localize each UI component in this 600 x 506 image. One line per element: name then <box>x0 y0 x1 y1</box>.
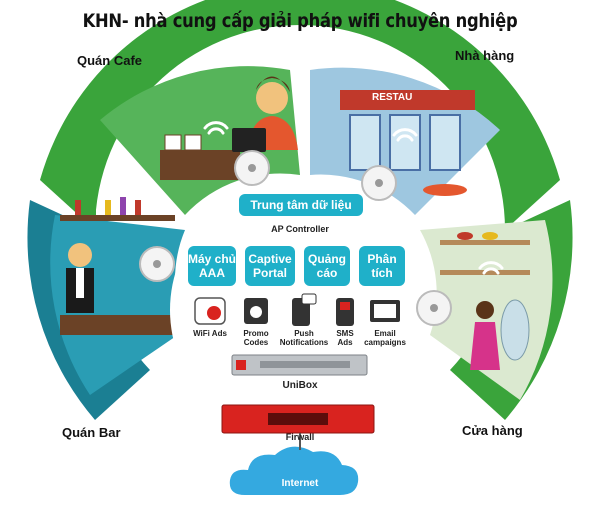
label-store: Cửa hàng <box>462 423 523 438</box>
label-restaurant: Nhà hàng <box>455 48 515 63</box>
bar-bottle <box>105 200 111 215</box>
wifi-icon <box>106 175 132 189</box>
firewall-label: Firwall <box>285 432 315 442</box>
ad-type-line: Notifications <box>279 338 329 347</box>
bar-shelf <box>60 215 175 221</box>
unibox-led <box>236 360 246 370</box>
ad-type-line: campaigns <box>364 338 406 347</box>
wifi-icon <box>392 128 418 142</box>
cafe-cup <box>164 134 182 151</box>
module-line: AAA <box>199 266 225 280</box>
internet-cloud <box>229 446 359 495</box>
ad-type-line: WiFi Ads <box>193 329 227 338</box>
ad-type-line: Codes <box>243 338 269 347</box>
module-line: Portal <box>252 266 287 280</box>
wifi-icon <box>203 121 229 135</box>
restaurant-sign-board <box>340 90 475 110</box>
access-point-led <box>248 164 256 172</box>
shopper-head <box>476 301 494 319</box>
restaurant-window <box>389 114 421 171</box>
email-campaigns-icon <box>370 300 400 322</box>
module-line: Máy chủ <box>188 252 237 266</box>
bar-bottle <box>135 200 141 215</box>
store-mirror <box>500 299 530 361</box>
restaurant-window <box>349 114 381 171</box>
ad-type-wifi-ads: WiFi Ads <box>186 329 234 338</box>
cafe-laptop <box>232 128 266 152</box>
module-line: cáo <box>316 266 338 280</box>
access-point-led <box>153 260 161 268</box>
label-bar: Quán Bar <box>62 425 121 440</box>
bar-bottle <box>90 198 96 215</box>
datacenter-label: Trung tâm dữ liệu <box>239 194 363 216</box>
bartender-shirt <box>76 268 84 298</box>
module-line: Phân <box>367 252 397 266</box>
module-line: tích <box>371 266 393 280</box>
unibox-label: UniBox <box>282 380 318 391</box>
cafe-cup <box>184 134 202 151</box>
module-line: Captive <box>248 252 292 266</box>
access-point-led <box>430 304 438 312</box>
shopper-body <box>470 322 500 370</box>
ad-type-line: Push <box>294 329 314 338</box>
restaurant-table <box>423 184 467 196</box>
access-point-led <box>375 179 383 187</box>
wifi-ads-icon <box>194 297 226 325</box>
promo-codes-icon <box>244 298 268 324</box>
bar-counter <box>60 315 185 335</box>
sms-ads-icon <box>336 298 354 326</box>
module-line: Quảng <box>308 252 346 266</box>
store-shoe <box>482 232 498 240</box>
internet-label: Internet <box>281 478 319 489</box>
outer-green-arc <box>40 0 560 230</box>
ad-type-line: SMS <box>336 329 354 338</box>
push-notifications-icon <box>292 293 317 326</box>
firewall-ports <box>268 413 328 425</box>
ad-type-line: Ads <box>337 338 353 347</box>
bartender-head <box>68 243 92 267</box>
barista-head <box>256 82 288 114</box>
store-shoe <box>457 232 473 240</box>
restaurant-sign-text: RESTAU <box>372 92 413 103</box>
restaurant-window <box>429 114 461 171</box>
wifi-icon <box>478 261 504 275</box>
unibox-ports <box>260 361 350 368</box>
ad-type-line: Email <box>374 329 396 338</box>
store-shelf <box>440 240 530 245</box>
bar-bottle <box>75 200 81 215</box>
cafe-counter <box>160 150 240 180</box>
bar-bottle <box>120 197 126 215</box>
ap-controller-label: AP Controller <box>271 224 329 234</box>
label-cafe: Quán Cafe <box>77 53 143 68</box>
page-title: KHN- nhà cung cấp giải pháp wifi chuyên … <box>82 10 518 32</box>
ad-type-line: Promo <box>243 329 269 338</box>
